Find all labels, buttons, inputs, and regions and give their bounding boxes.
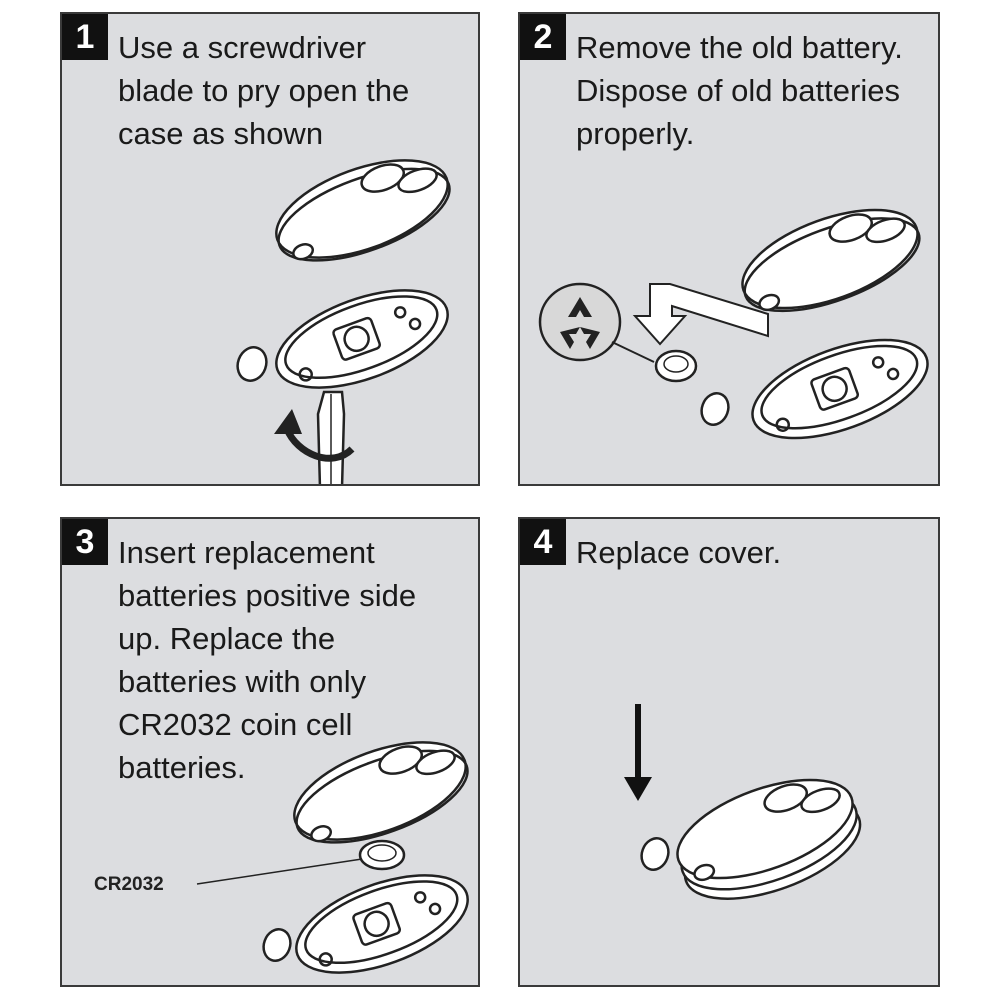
o-ring — [640, 837, 670, 871]
coin-battery — [654, 349, 698, 383]
remote-base — [295, 874, 469, 974]
step-4-panel: 4 Replace cover. — [518, 517, 940, 987]
o-ring — [262, 928, 292, 962]
step-2-number: 2 — [520, 14, 566, 60]
step-1-text: Use a screwdriver blade to pry open the … — [118, 30, 410, 151]
step-1-number: 1 — [62, 14, 108, 60]
step-3-panel: 3 Insert replacement batteries positive … — [60, 517, 480, 987]
o-ring — [700, 392, 730, 426]
step-3-number: 3 — [62, 519, 108, 565]
remote-cover — [293, 741, 469, 844]
step-4-number: 4 — [520, 519, 566, 565]
step-2-text: Remove the old battery. Dispose of old b… — [576, 30, 903, 151]
step-1-illustration — [236, 159, 451, 484]
step-3-text: Insert replacement batteries positive si… — [118, 535, 417, 785]
recycle-bubble — [538, 282, 655, 363]
step-1-panel: 1 Use a screwdriver blade to pry open th… — [60, 12, 480, 486]
bent-arrow — [632, 283, 769, 346]
remote-cover — [275, 159, 451, 262]
step-4-illustration — [624, 704, 862, 900]
rotate-arrow-icon — [274, 409, 355, 462]
step-2-panel: 2 Remove the old battery. Dispose of old… — [518, 12, 940, 486]
recycle-icon — [560, 297, 600, 349]
step-2-illustration — [538, 208, 929, 440]
callout-leader-line — [196, 858, 363, 885]
step-4-text: Replace cover. — [576, 535, 782, 570]
o-ring — [236, 346, 268, 382]
step-3-illustration — [196, 741, 469, 974]
battery-callout-label: CR2032 — [94, 874, 164, 895]
remote-base — [275, 289, 449, 389]
remote-base — [751, 338, 929, 440]
assembled-remote — [676, 778, 862, 900]
screwdriver-icon — [316, 390, 346, 484]
remote-cover — [741, 208, 921, 313]
down-arrow-icon — [624, 704, 652, 801]
